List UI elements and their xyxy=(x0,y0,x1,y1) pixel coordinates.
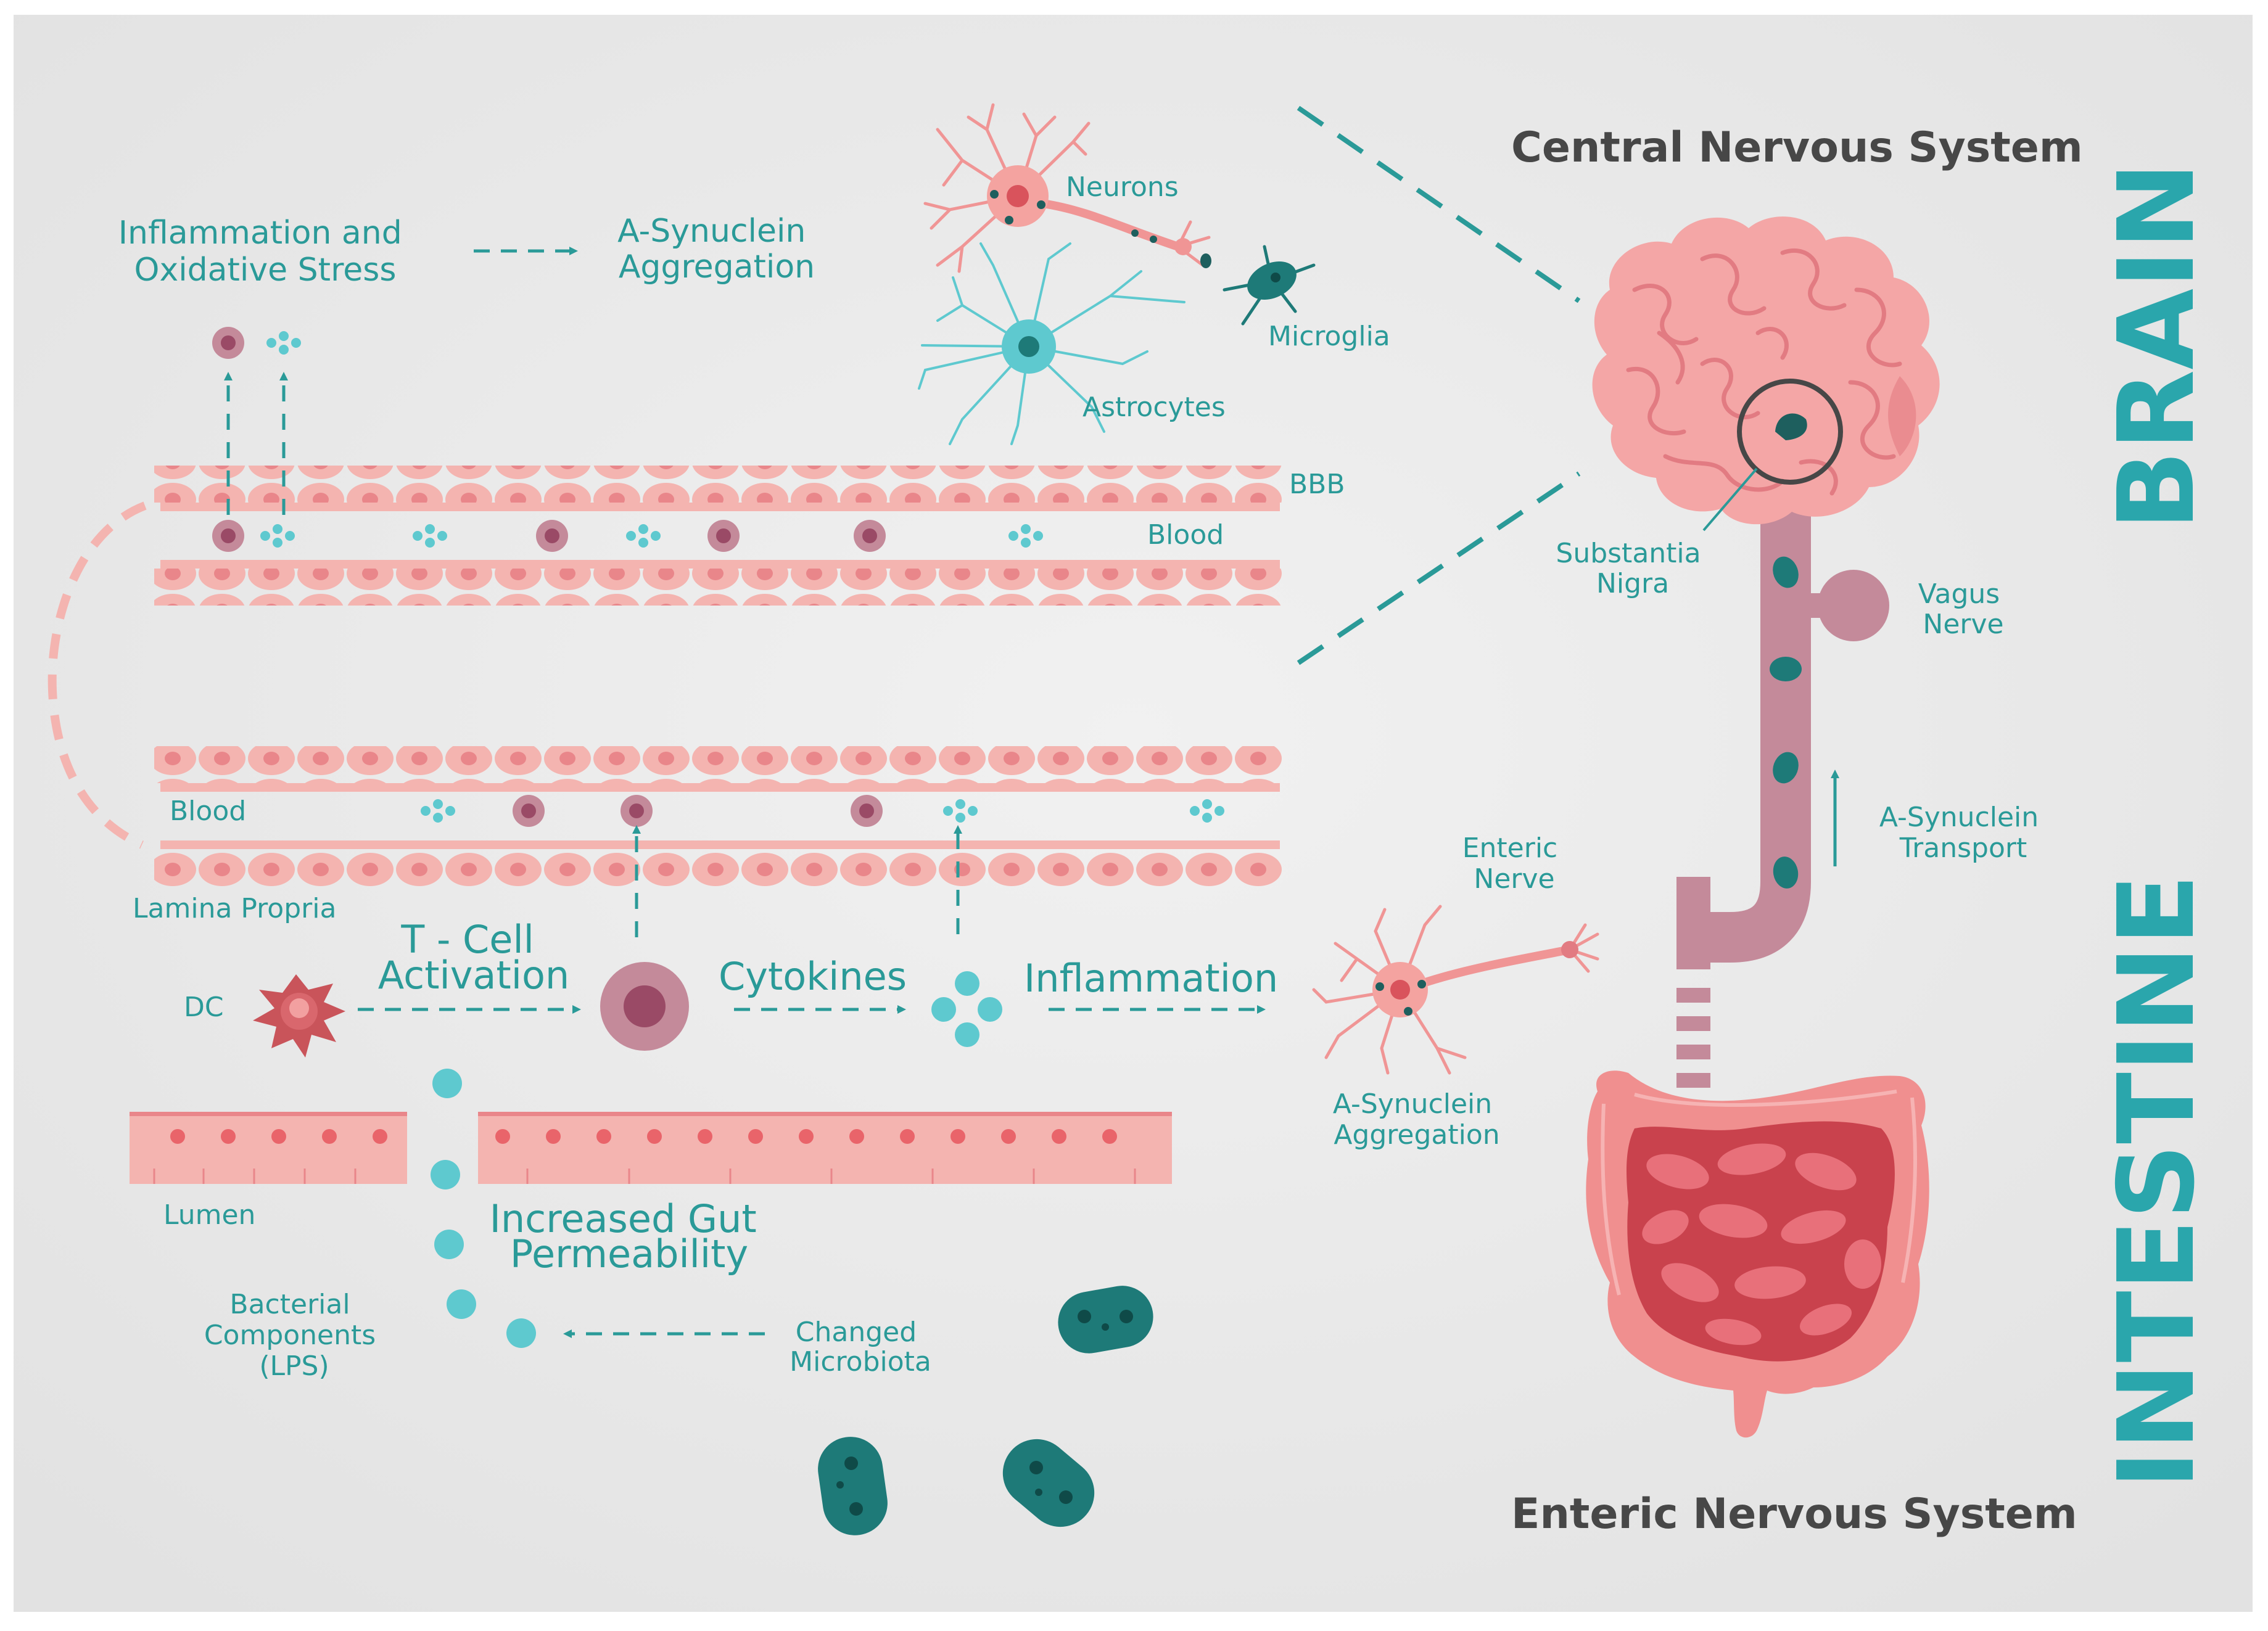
cytokine-icon xyxy=(1008,524,1043,548)
intestine-icon xyxy=(1586,1070,1929,1438)
neurons-label: Neurons xyxy=(1066,171,1179,203)
microglia-icon xyxy=(1223,245,1316,326)
dendritic-cell-icon xyxy=(253,974,345,1058)
cytokine-icon xyxy=(1190,799,1224,823)
intestine-vertical-label: INTESTINE xyxy=(2096,874,2218,1489)
immune-cell-icon xyxy=(212,520,244,552)
brain-vertical-label: BRAIN xyxy=(2096,162,2218,530)
cytokine-cluster-icon xyxy=(931,971,1002,1047)
cytokines-label: Cytokines xyxy=(719,954,907,999)
substantia-nigra-label: Substantia Nigra xyxy=(1556,538,1709,599)
upper-blood-contents xyxy=(212,520,1043,552)
bacterial-components-icon xyxy=(431,1069,536,1348)
immune-cell-icon xyxy=(851,795,883,827)
cytokine-icon xyxy=(626,524,661,548)
immune-cell-icon xyxy=(212,327,244,359)
immune-cell-icon xyxy=(513,795,545,827)
astrocyte-icon xyxy=(918,242,1186,445)
gut-permeability-label: Increased Gut Permeability xyxy=(490,1196,769,1276)
bbb-crossing-arrows xyxy=(224,372,288,515)
changed-microbiota-label: Changed Microbiota xyxy=(790,1317,931,1378)
bbb-label: BBB xyxy=(1289,469,1345,500)
enteric-nerve-label: Enteric Nerve xyxy=(1462,832,1567,895)
cytokine-icon xyxy=(943,799,978,823)
brain-icon xyxy=(1592,216,1940,525)
cytokine-icon xyxy=(421,799,455,823)
bacteria-icon xyxy=(1002,1439,1095,1527)
t-cell-icon xyxy=(600,962,689,1051)
lumen-label: Lumen xyxy=(163,1199,255,1231)
bbb-vessel xyxy=(154,466,1283,606)
vagus-nerve-icon xyxy=(1676,512,1889,1088)
blood-upper-label: Blood xyxy=(1147,519,1224,551)
substantia-nigra-highlight xyxy=(1702,379,1843,532)
immune-cell-icon xyxy=(707,520,740,552)
cytokine-icon xyxy=(413,524,447,548)
epithelium-left xyxy=(130,1112,407,1184)
bacteria-icon xyxy=(818,1437,888,1535)
lower-blood-contents xyxy=(421,795,1224,827)
astrocytes-label: Astrocytes xyxy=(1082,392,1226,423)
inflammation-stress-label: Inflammation and Oxidative Stress xyxy=(118,215,413,289)
immune-cell-icon xyxy=(854,520,886,552)
enteric-neuron-icon xyxy=(1312,905,1599,1075)
bacteria-icon xyxy=(1058,1286,1153,1354)
asyn-transport-label: A-Synuclein Transport xyxy=(1879,802,2047,864)
crossed-particles xyxy=(212,327,301,359)
zoom-lines xyxy=(1297,105,1581,665)
bacterial-components-label: Bacterial Components (LPS) xyxy=(204,1289,384,1382)
dc-label: DC xyxy=(184,992,224,1023)
asyn-aggregation-enteric-label: A-Synuclein Aggregation xyxy=(1333,1088,1501,1151)
immune-cell-icon xyxy=(621,795,653,827)
epithelium-right xyxy=(478,1112,1172,1184)
blood-lower-label: Blood xyxy=(170,795,246,827)
cytokine-icon xyxy=(260,524,295,548)
tcell-activation-label: T - Cell Activation xyxy=(378,917,569,998)
cytokine-icon xyxy=(266,331,301,355)
lower-vessel xyxy=(154,746,1283,886)
ens-heading: Enteric Nervous System xyxy=(1511,1490,2077,1539)
lamina-propria-label: Lamina Propria xyxy=(133,893,336,924)
immune-cell-icon xyxy=(536,520,568,552)
vagus-nerve-label: Vagus Nerve xyxy=(1918,578,2008,640)
inflammation-label: Inflammation xyxy=(1024,956,1278,1001)
microglia-label: Microglia xyxy=(1268,321,1390,352)
cns-heading: Central Nervous System xyxy=(1511,123,2083,172)
asyn-aggregation-top-label: A-Synuclein Aggregation xyxy=(617,213,816,286)
vessel-connection xyxy=(47,501,147,849)
